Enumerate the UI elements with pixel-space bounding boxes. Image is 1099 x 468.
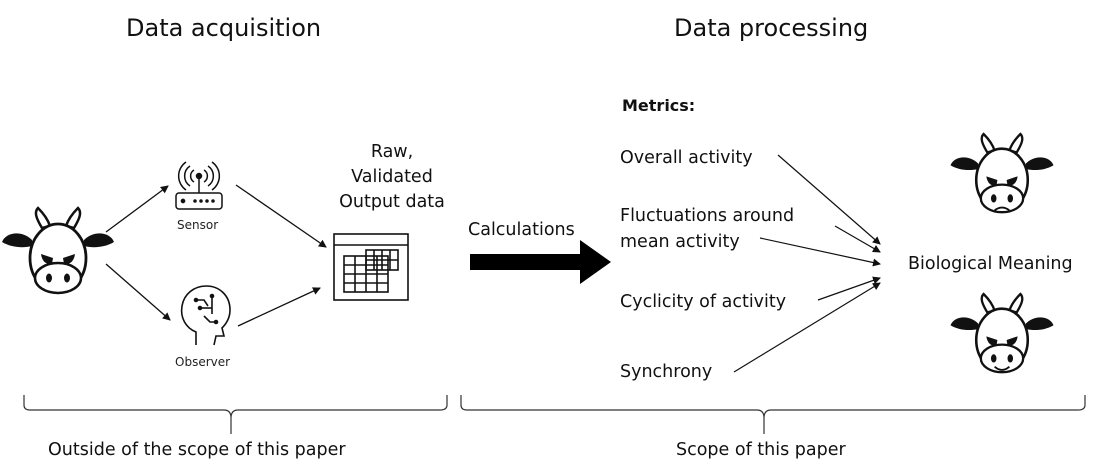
calculations-arrow	[470, 240, 611, 284]
sad-cow-face-icon	[949, 132, 1055, 214]
observer-label: Observer	[175, 355, 231, 369]
human-brain-head-icon	[180, 285, 231, 346]
output-label: Raw,	[352, 140, 432, 165]
arrow-fluctuations-a	[834, 225, 881, 253]
metric-cyclicity: Cyclicity of activity	[620, 292, 787, 312]
output-label-line: Raw,	[370, 142, 414, 162]
arrow-synchrony	[733, 282, 881, 373]
sensor-label: Sensor	[177, 218, 219, 232]
metric-synchrony: Synchrony	[620, 362, 713, 382]
scope-brace-right	[460, 395, 1086, 434]
metrics-heading: Metrics:	[622, 96, 696, 115]
arrow-cow-to-observer	[105, 263, 171, 321]
data-table-icon	[333, 233, 409, 301]
biological-meaning-label: Biological Meaning	[908, 254, 1073, 274]
cow-face-icon	[0, 206, 116, 295]
scope-brace-left	[23, 395, 448, 434]
scope-outside-label: Outside of the scope of this paper	[48, 440, 346, 460]
wireless-sensor-icon	[175, 161, 223, 210]
output-label-line-3: Output data	[339, 192, 445, 212]
arrow-sensor-to-data	[235, 184, 327, 248]
heading-data-acquisition: Data acquisition	[126, 14, 322, 42]
calculations-label: Calculations	[468, 220, 575, 240]
arrow-fluctuations-b	[759, 237, 881, 267]
arrow-observer-to-data	[237, 287, 321, 327]
scope-inside-label: Scope of this paper	[676, 440, 846, 460]
metric-overall-activity: Overall activity	[620, 148, 753, 168]
arrow-cyclicity	[817, 276, 881, 301]
heading-data-processing: Data processing	[674, 14, 869, 42]
happy-cow-face-icon	[949, 292, 1055, 374]
output-label-line-2: Validated	[351, 167, 433, 187]
metric-fluctuations-line-1: Fluctuations around	[620, 206, 795, 226]
metric-fluctuations-line-2: mean activity	[620, 232, 740, 252]
arrow-cow-to-sensor	[105, 185, 169, 233]
arrow-overall-activity	[777, 154, 881, 245]
